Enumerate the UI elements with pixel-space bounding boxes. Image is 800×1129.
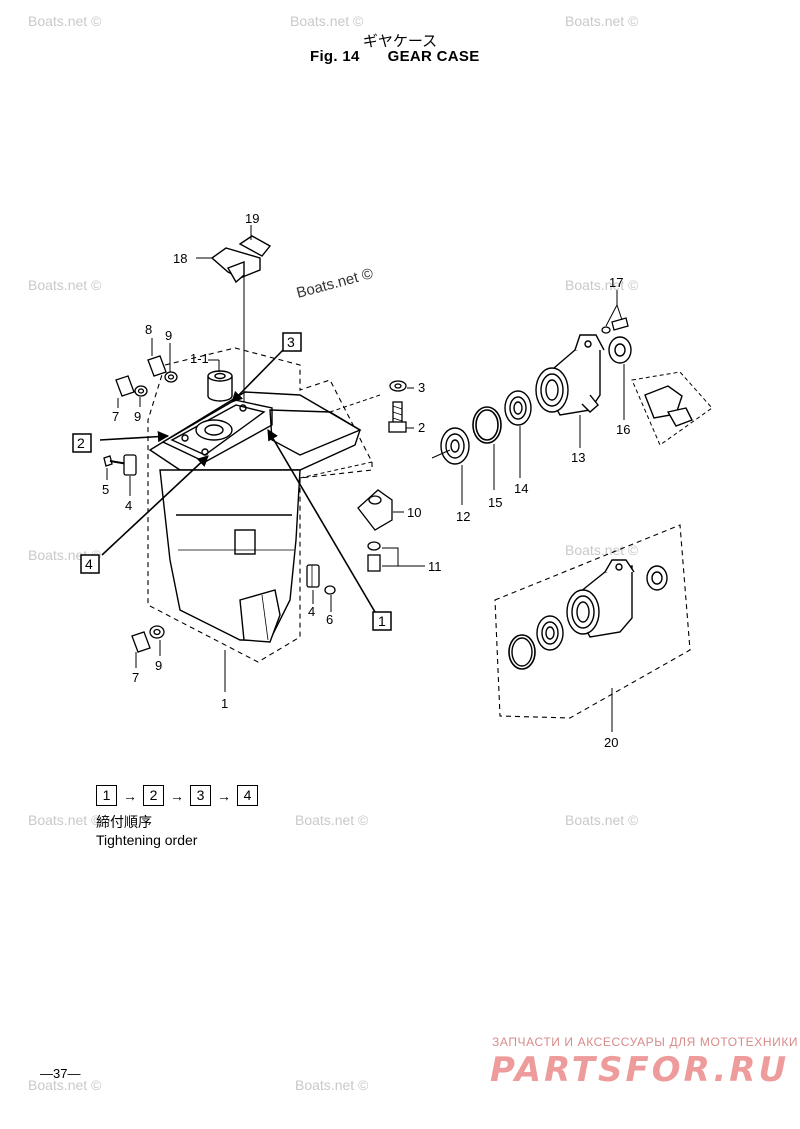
gear-case-housing: [147, 347, 373, 663]
order-arrow: →: [170, 787, 184, 804]
callout-11: 11: [428, 559, 442, 574]
bearing-housing: [535, 334, 605, 416]
figure-number: Fig. 14: [310, 48, 360, 65]
callout-13: 13: [571, 450, 585, 465]
callout-4: 4: [308, 604, 315, 619]
watermark: Boats.net ©: [565, 277, 639, 293]
figure-title: Fig. 14 GEAR CASE: [310, 48, 480, 65]
leader-lines: [106, 225, 625, 732]
tightening-order-label: Tightening order: [96, 832, 198, 848]
box-callout-1: 1: [378, 613, 386, 629]
callout-8: 8: [145, 322, 152, 337]
brand-tagline: ЗАПЧАСТИ И АКСЕССУАРЫ ДЛЯ МОТОТЕХНИКИ: [492, 1035, 799, 1049]
watermark: Boats.net ©: [295, 1077, 369, 1093]
callout-15: 15: [488, 495, 502, 510]
bushing: [207, 370, 233, 402]
callout-10: 10: [407, 505, 421, 520]
callout-4: 4: [125, 498, 132, 513]
title-japanese: ギヤケース: [362, 33, 438, 50]
order-step-4: 4: [237, 785, 258, 806]
order-step-1: 1: [96, 785, 117, 806]
part-callouts: 19 18 8 9 1-1 7 9 5 4 3 2 10 11 12 15 14…: [102, 211, 630, 750]
callout-17: 17: [609, 275, 623, 290]
watermark: Boats.net ©: [28, 1077, 102, 1093]
callout-1-1: 1-1: [190, 351, 209, 366]
callout-7: 7: [132, 670, 139, 685]
callout-9: 9: [165, 328, 172, 343]
watermark: Boats.net ©: [290, 13, 364, 29]
ball-bearing: [504, 390, 532, 426]
callout-9: 9: [155, 658, 162, 673]
bearing-housing-assembly: [494, 524, 691, 719]
callout-7: 7: [112, 409, 119, 424]
mounting-bolt: [388, 380, 407, 433]
watermark: Boats.net ©: [28, 277, 102, 293]
boxed-callouts: 3 2 4 1: [72, 332, 392, 631]
callout-19: 19: [245, 211, 259, 226]
callout-1: 1: [221, 696, 228, 711]
anode: [357, 489, 393, 572]
watermark: Boats.net ©: [565, 13, 639, 29]
box-callout-4: 4: [85, 556, 93, 572]
callout-2: 2: [418, 420, 425, 435]
watermarks: Boats.net © Boats.net © Boats.net © Boat…: [28, 13, 639, 1093]
o-ring: [472, 406, 502, 444]
callout-18: 18: [173, 251, 187, 266]
watermark: Boats.net ©: [565, 812, 639, 828]
watermark: Boats.net ©: [295, 812, 369, 828]
callout-12: 12: [456, 509, 470, 524]
callout-16: 16: [616, 422, 630, 437]
callout-6: 6: [326, 612, 333, 627]
tightening-arrows: [99, 347, 376, 613]
tightening-order-label-jp: 締付順序: [96, 814, 152, 830]
seal-washer: [608, 336, 713, 446]
watermark-center: Boats.net ©: [295, 265, 375, 302]
callout-5: 5: [102, 482, 109, 497]
callout-20: 20: [604, 735, 618, 750]
figure-name: GEAR CASE: [387, 48, 480, 65]
callout-14: 14: [514, 481, 528, 496]
callout-9: 9: [134, 409, 141, 424]
watermark: Boats.net ©: [28, 812, 102, 828]
order-step-2: 2: [143, 785, 164, 806]
brand-logo: PARTSFOR.RU: [490, 1050, 790, 1090]
roller-bearing: [431, 427, 470, 465]
tightening-order-sequence: 1 → 2 → 3 → 4: [96, 785, 258, 806]
bracket-and-clip: [210, 235, 272, 402]
order-arrow: →: [217, 787, 231, 804]
order-arrow: →: [123, 787, 137, 804]
screw-and-clip: [103, 454, 336, 595]
watermark: Boats.net ©: [565, 542, 639, 558]
box-callout-3: 3: [287, 334, 295, 350]
box-callout-2: 2: [77, 435, 85, 451]
callout-3: 3: [418, 380, 425, 395]
drain-screws: [115, 355, 178, 653]
order-step-3: 3: [190, 785, 211, 806]
watermark: Boats.net ©: [28, 13, 102, 29]
page-number: —37—: [40, 1066, 81, 1081]
